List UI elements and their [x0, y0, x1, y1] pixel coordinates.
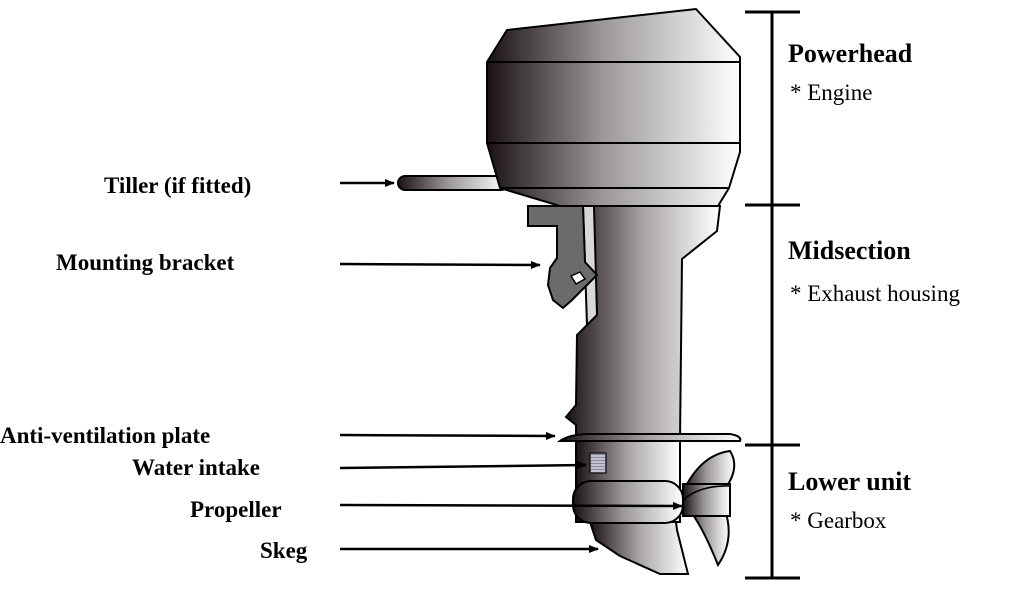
section-title-lower-unit: Lower unit [788, 467, 911, 496]
propeller [681, 449, 736, 568]
skeg [588, 521, 690, 575]
water-intake-arrow [339, 461, 587, 470]
water-intake-grille [589, 452, 607, 474]
bracket-slot [569, 271, 587, 286]
label-anti-ventilation-plate: Anti-ventilation plate [0, 423, 210, 448]
propeller-arrow [339, 501, 683, 510]
section-detail-midsection: * Exhaust housing [790, 281, 960, 306]
label-mounting-bracket: Mounting bracket [56, 250, 235, 275]
label-tiller: Tiller (if fitted) [104, 173, 251, 198]
midsection-housing [564, 205, 722, 442]
torpedo [572, 480, 684, 524]
anti-ventilation-plate-arrow [339, 431, 556, 440]
tiller [397, 175, 509, 191]
section-detail-lower-unit: * Gearbox [790, 508, 887, 533]
section-title-midsection: Midsection [788, 236, 911, 265]
powerhead-cowl [486, 7, 741, 207]
section-bracket [745, 10, 800, 580]
label-skeg: Skeg [260, 538, 308, 563]
label-water-intake: Water intake [132, 455, 260, 480]
anti-ventilation-plate [556, 433, 742, 442]
label-propeller: Propeller [190, 497, 282, 522]
mounting-bracket-arrow [339, 260, 541, 269]
section-title-powerhead: Powerhead [788, 39, 913, 68]
section-detail-powerhead: * Engine [790, 80, 872, 105]
